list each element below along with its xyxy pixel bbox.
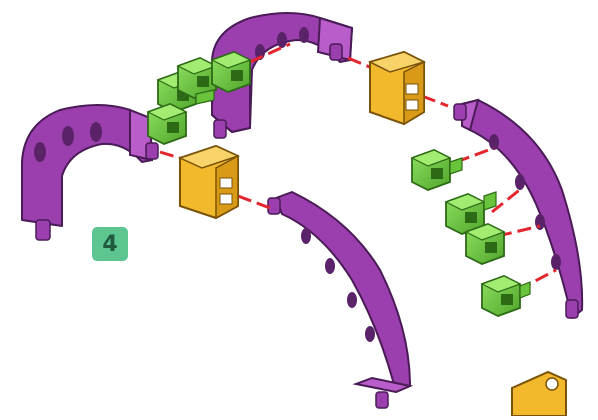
yellow-connector-left bbox=[177, 144, 241, 220]
step-number-badge: 4 bbox=[92, 227, 128, 261]
arch-hole bbox=[301, 228, 311, 244]
purple-arch-left bbox=[21, 104, 159, 241]
arch-hole bbox=[62, 126, 74, 146]
yellow-connector-corner bbox=[511, 370, 567, 417]
arch-hole bbox=[90, 122, 102, 142]
green-connector-right-3 bbox=[464, 223, 506, 265]
yellow-connector-top bbox=[367, 50, 427, 126]
arch-hole bbox=[515, 174, 525, 190]
arch-hole bbox=[489, 134, 499, 150]
arch-hole bbox=[325, 258, 335, 274]
green-connector-right-1 bbox=[410, 149, 463, 191]
purple-arch-bottom bbox=[267, 191, 414, 409]
arch-hole bbox=[347, 292, 357, 308]
arch-hole bbox=[551, 254, 561, 270]
step-number-label: 4 bbox=[102, 231, 118, 257]
arch-hole bbox=[277, 32, 287, 48]
purple-arch-right bbox=[453, 98, 584, 319]
arch-hole bbox=[535, 214, 545, 230]
purple-arch-top bbox=[211, 12, 354, 139]
arch-hole bbox=[299, 27, 309, 43]
green-connector-cluster-left bbox=[146, 51, 252, 145]
arch-hole bbox=[34, 142, 46, 162]
green-connector-right-2 bbox=[444, 191, 497, 235]
arch-hole bbox=[365, 326, 375, 342]
green-connector-right-4 bbox=[480, 275, 531, 317]
